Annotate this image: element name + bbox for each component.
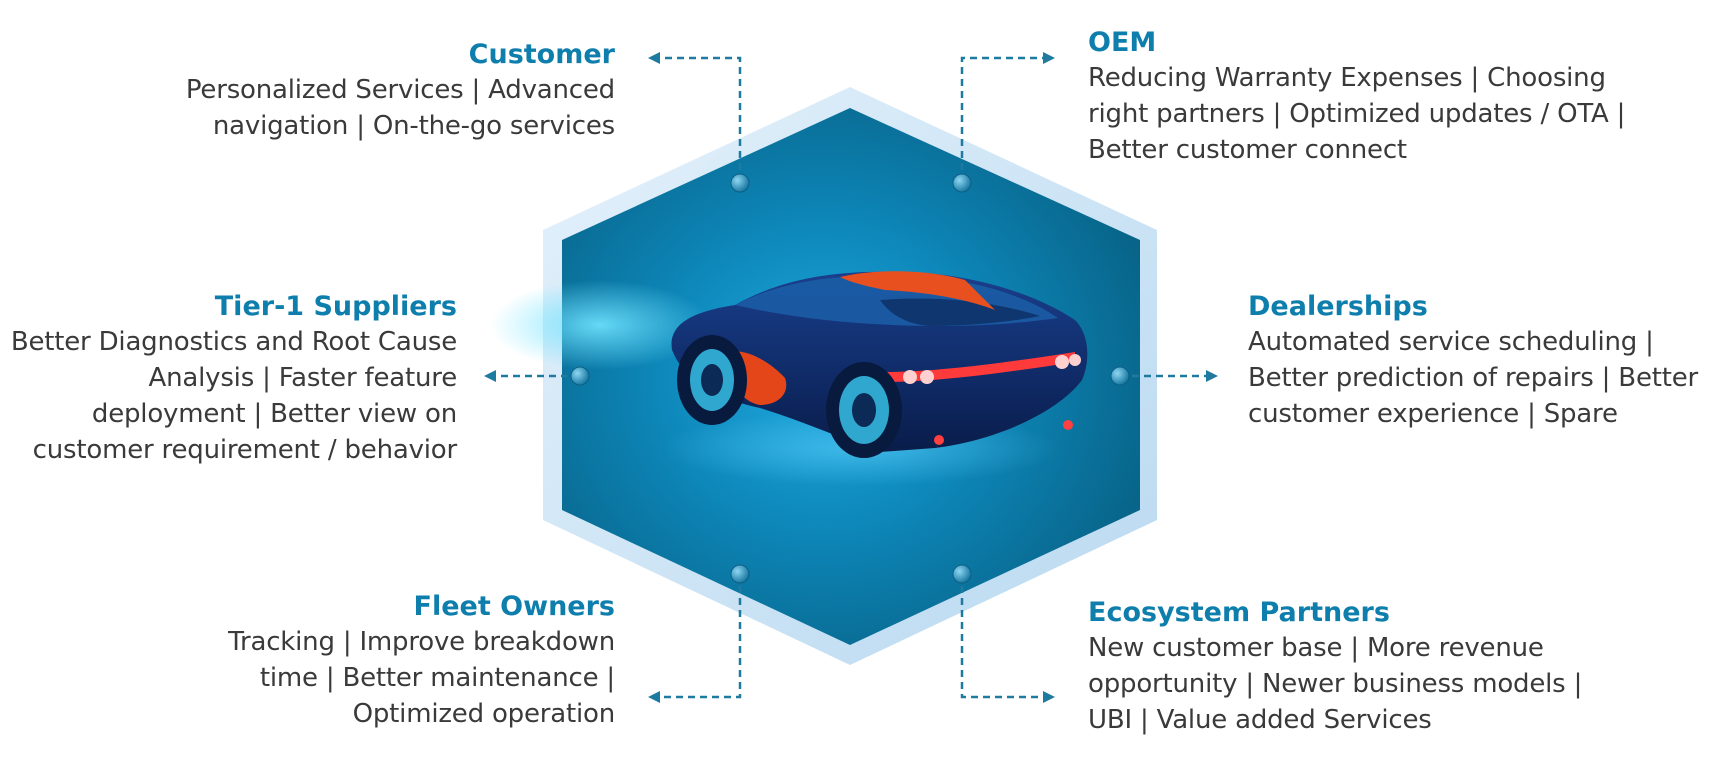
customer-connector [658,56,742,182]
oem-description: Reducing Warranty Expenses | Choosing ri… [1088,63,1626,165]
customer-anchor-dot [730,173,750,193]
dealerships-title: Dealerships [1248,291,1428,322]
customer-arrowhead [648,52,660,64]
customer-block: Customer Personalized Services | Advance… [145,38,615,144]
customer-description: Personalized Services | Advanced navigat… [185,75,615,141]
fleet-anchor-dot [730,564,750,584]
dealerships-anchor-dot [1110,366,1130,386]
oem-connector [960,56,1045,182]
customer-title: Customer [468,39,615,70]
dealerships-description: Automated service scheduling | Better pr… [1248,327,1699,429]
ecosystem-block: Ecosystem Partners New customer base | M… [1088,596,1628,738]
ecosystem-connector [960,574,1045,699]
fleet-description: Tracking | Improve breakdown time | Bett… [228,627,615,729]
oem-block: OEM Reducing Warranty Expenses | Choosin… [1088,26,1648,168]
oem-arrowhead [1043,52,1055,64]
fleet-block: Fleet Owners Tracking | Improve breakdow… [185,590,615,732]
oem-title: OEM [1088,27,1157,58]
tier1-description: Better Diagnostics and Root Cause Analys… [10,327,457,465]
tier1-arrowhead [484,370,496,382]
tier1-title: Tier-1 Suppliers [214,291,457,322]
fleet-arrowhead [648,691,660,703]
connected-car-illustration [490,271,1088,486]
fleet-connector [658,574,742,699]
tier1-block: Tier-1 Suppliers Better Diagnostics and … [2,290,457,468]
dealerships-block: Dealerships Automated service scheduling… [1248,290,1703,432]
tier1-anchor-dot [570,366,590,386]
fleet-title: Fleet Owners [413,591,615,622]
ecosystem-arrowhead [1043,691,1055,703]
ecosystem-anchor-dot [952,564,972,584]
ecosystem-title: Ecosystem Partners [1088,597,1390,628]
ecosystem-description: New customer base | More revenue opportu… [1088,633,1583,735]
oem-anchor-dot [952,173,972,193]
dealerships-arrowhead [1206,370,1218,382]
